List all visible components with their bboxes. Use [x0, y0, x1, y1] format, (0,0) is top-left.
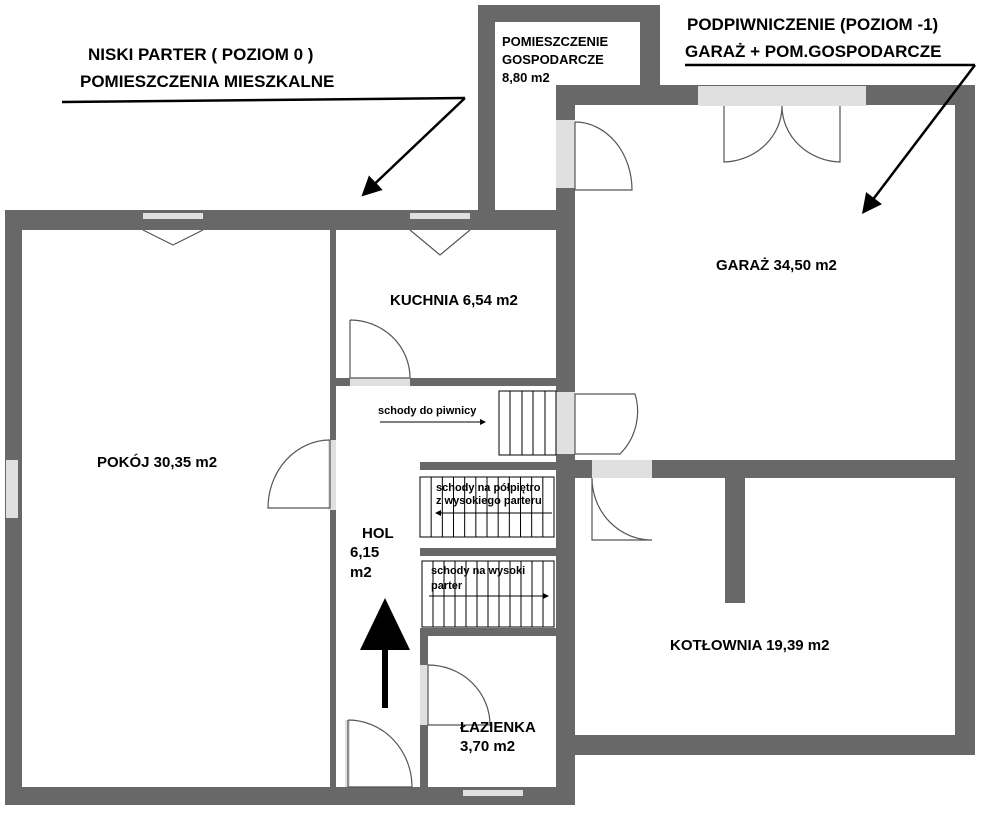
heading-ground-1: NISKI PARTER ( POZIOM 0 )	[88, 45, 313, 64]
door-kitchen	[349, 319, 411, 379]
label-utility-area: 8,80 m2	[502, 70, 550, 85]
door-boiler	[591, 477, 653, 541]
label-hall: HOL	[362, 525, 394, 542]
label-kitchen: KUCHNIA 6,54 m2	[390, 292, 518, 309]
entrance-arrow-icon	[360, 598, 410, 708]
label-stairs-mezzanine-2: z wysokiego parteru	[436, 495, 542, 507]
label-utility-1: POMIESZCZENIE	[502, 34, 609, 49]
label-stairs-mezzanine-1: schody na półpiętro	[436, 482, 541, 494]
door-living	[267, 439, 331, 509]
doors	[142, 105, 841, 788]
windows	[6, 86, 866, 796]
stairs-upper	[421, 560, 555, 628]
label-living-room: POKÓJ 30,35 m2	[97, 453, 217, 471]
label-bathroom: ŁAZIENKA	[460, 719, 536, 736]
heading-basement-2: GARAŻ + POM.GOSPODARCZE	[685, 42, 941, 61]
label-hall-unit: m2	[350, 564, 372, 581]
door-bathroom	[427, 664, 491, 726]
heading-basement-1: PODPIWNICZENIE (POZIOM -1)	[687, 15, 938, 34]
door-utility	[574, 121, 633, 191]
label-boiler-room: KOTŁOWNIA 19,39 m2	[670, 637, 829, 654]
door-garage	[723, 105, 841, 163]
arrow-right	[861, 64, 976, 214]
heading-ground-2: POMIESZCZENIA MIESZKALNE	[80, 72, 334, 91]
arrow-left	[361, 97, 466, 197]
label-stairs-basement: schody do piwnicy	[378, 405, 477, 417]
label-hall-area: 6,15	[350, 544, 379, 561]
label-bathroom-area: 3,70 m2	[460, 738, 515, 755]
label-stairs-upper-1: schody na wysoki	[431, 565, 525, 577]
label-utility-2: GOSPODARCZE	[502, 52, 604, 67]
door-living-window	[142, 229, 204, 246]
door-entrance	[347, 719, 413, 788]
stairs-basement	[380, 390, 557, 456]
door-basement-stairs	[574, 393, 639, 455]
walls	[5, 5, 975, 805]
label-stairs-upper-2: parter	[431, 580, 463, 592]
stairs-mezzanine	[419, 476, 555, 538]
door-kitchen-window	[409, 229, 471, 256]
label-garage: GARAŻ 34,50 m2	[716, 257, 837, 274]
heading-underline-left	[61, 96, 466, 104]
